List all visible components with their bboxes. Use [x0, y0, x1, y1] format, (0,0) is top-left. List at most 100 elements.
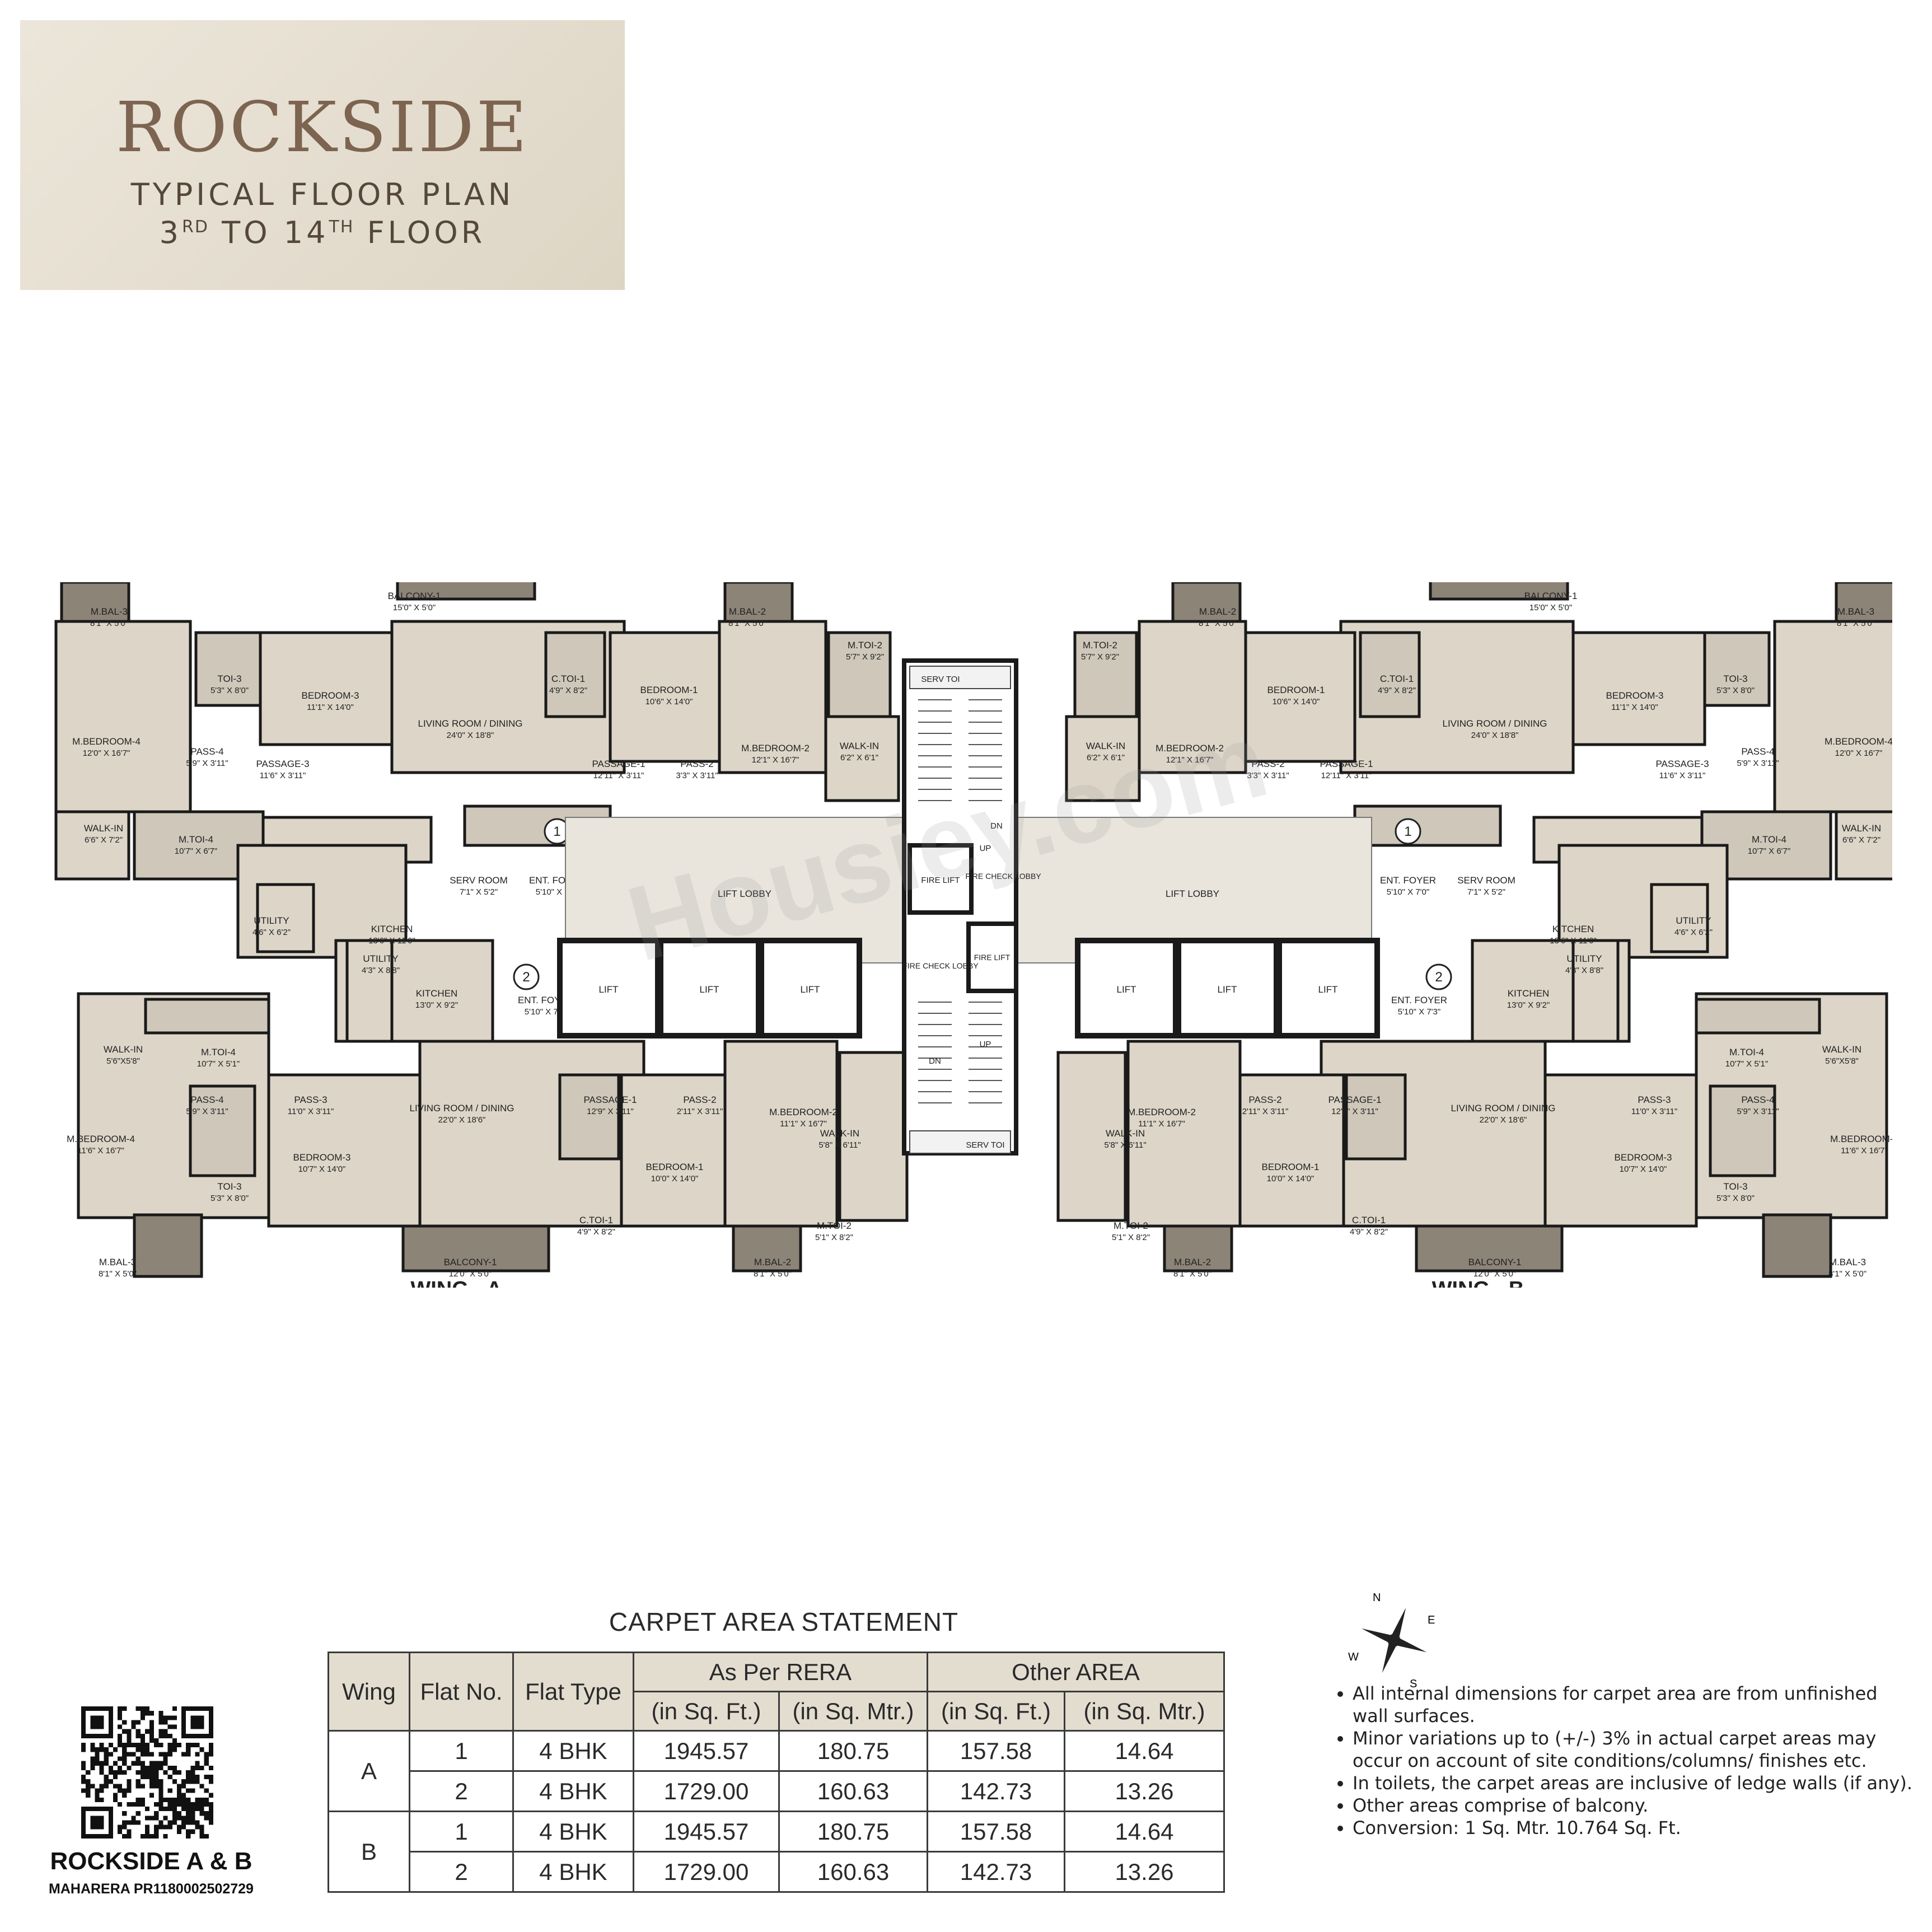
qr-module: [204, 1811, 209, 1816]
qr-code[interactable]: [81, 1706, 213, 1839]
qr-module: [199, 1784, 204, 1789]
qr-module: [127, 1820, 132, 1825]
room-name: TOI-3: [217, 673, 241, 684]
qr-module: [108, 1706, 113, 1738]
stair-dn-label: DN: [929, 1056, 941, 1066]
qr-module: [81, 1747, 86, 1752]
qr-module: [167, 1820, 172, 1825]
room-name: SERV ROOM: [450, 875, 508, 886]
qr-module: [208, 1816, 213, 1821]
header-rera: As Per RERA: [633, 1652, 928, 1692]
room-name: M.BEDROOM-4: [1830, 1134, 1892, 1144]
qr-module: [195, 1802, 200, 1807]
room-dimension: 5'3" X 8'0": [1716, 1194, 1755, 1203]
qr-module: [122, 1811, 127, 1816]
qr-module: [172, 1747, 177, 1752]
walk-in-room: [1056, 1051, 1127, 1222]
rera-number: MAHARERA PR1180002502729: [49, 1881, 254, 1897]
qr-module: [149, 1711, 155, 1716]
room-name: PASSAGE-3: [256, 759, 309, 769]
room-name: M.BAL-2: [1174, 1257, 1211, 1267]
storage-room: [1353, 804, 1502, 847]
toilet-room: [558, 1073, 620, 1161]
serv-toi: [909, 1130, 1011, 1154]
room-dimension: 3'3" X 3'11": [1247, 771, 1289, 780]
qr-module: [135, 1797, 141, 1802]
qr-module: [108, 1743, 113, 1748]
qr-module: [144, 1765, 150, 1770]
qr-module: [154, 1784, 159, 1789]
qr-module: [163, 1825, 168, 1830]
floor-plan: M.BAL-38'1" X 5'0"BALCONY-115'0" X 5'0"M…: [54, 582, 1892, 1288]
qr-module: [144, 1829, 150, 1834]
room-dimension: 11'6" X 3'11": [1659, 771, 1706, 780]
qr-module: [122, 1825, 127, 1830]
qr-module: [176, 1829, 182, 1834]
qr-module: [163, 1816, 168, 1821]
qr-module: [167, 1733, 172, 1738]
qr-module: [81, 1807, 86, 1839]
room-name: BALCONY-1: [388, 591, 441, 601]
qr-module: [158, 1720, 163, 1725]
qr-module: [104, 1784, 109, 1789]
qr-module: [195, 1779, 200, 1784]
qr-module: [140, 1802, 145, 1807]
qr-module: [122, 1729, 127, 1734]
qr-module: [122, 1793, 127, 1798]
qr-module: [99, 1747, 104, 1752]
qr-module: [190, 1775, 195, 1780]
room-name: M.BAL-3: [99, 1257, 136, 1267]
qr-module: [90, 1816, 104, 1830]
m-bedroom-2-room: [718, 620, 827, 774]
room-dimension: 4'6" X 6'2": [252, 928, 291, 937]
qr-module: [90, 1715, 104, 1729]
qr-module: [95, 1752, 100, 1757]
serv-toi-label: SERV TOI: [966, 1140, 1004, 1150]
qr-module: [135, 1784, 141, 1789]
room-dimension: 2'11" X 3'11": [677, 1107, 723, 1116]
qr-module: [208, 1747, 213, 1752]
room-name: BEDROOM-1: [1267, 685, 1325, 695]
qr-module: [149, 1784, 155, 1789]
room-dimension: 13'6" X 11'0": [1550, 936, 1597, 946]
qr-module: [176, 1784, 182, 1789]
qr-module: [167, 1724, 172, 1729]
qr-module: [172, 1816, 177, 1821]
qr-module: [181, 1825, 186, 1830]
room-dimension: 12'1" X 16'7": [752, 755, 799, 765]
utility-room: [1571, 939, 1620, 1043]
qr-module: [135, 1770, 141, 1775]
room-dimension: 8'1" X 5'0": [754, 1269, 792, 1279]
room-dimension: 10'7" X 6'7": [175, 846, 217, 856]
lift: [557, 938, 661, 1038]
qr-module: [99, 1788, 104, 1793]
title-card: ROCKSIDE TYPICAL FLOOR PLAN 3RD TO 14TH …: [20, 20, 625, 290]
qr-module: [140, 1747, 145, 1752]
qr-module: [122, 1756, 127, 1761]
qr-module: [167, 1788, 172, 1793]
room-dimension: 7'1" X 5'2": [460, 887, 498, 897]
qr-module: [199, 1829, 204, 1834]
qr-module: [127, 1733, 132, 1738]
qr-module: [176, 1825, 182, 1830]
flat-number: 1: [1404, 824, 1411, 839]
qr-module: [86, 1770, 91, 1775]
qr-module: [172, 1770, 177, 1775]
qr-module: [154, 1816, 159, 1821]
room-name: KITCHEN: [371, 924, 413, 934]
qr-module: [190, 1802, 195, 1807]
room-dimension: 5'6"X5'8": [106, 1056, 140, 1066]
note-item: Minor variations up to (+/-) 3% in actua…: [1353, 1727, 1915, 1772]
qr-module: [186, 1779, 191, 1784]
qr-module: [163, 1770, 168, 1775]
qr-module: [195, 1820, 200, 1825]
qr-module: [95, 1788, 100, 1793]
qr-module: [144, 1743, 150, 1748]
qr-module: [176, 1816, 182, 1821]
room-name: C.TOI-1: [1380, 673, 1414, 684]
qr-module: [208, 1807, 213, 1812]
bedroom-3-room: [267, 1073, 422, 1228]
qr-module: [199, 1797, 204, 1802]
qr-module: [167, 1765, 172, 1770]
